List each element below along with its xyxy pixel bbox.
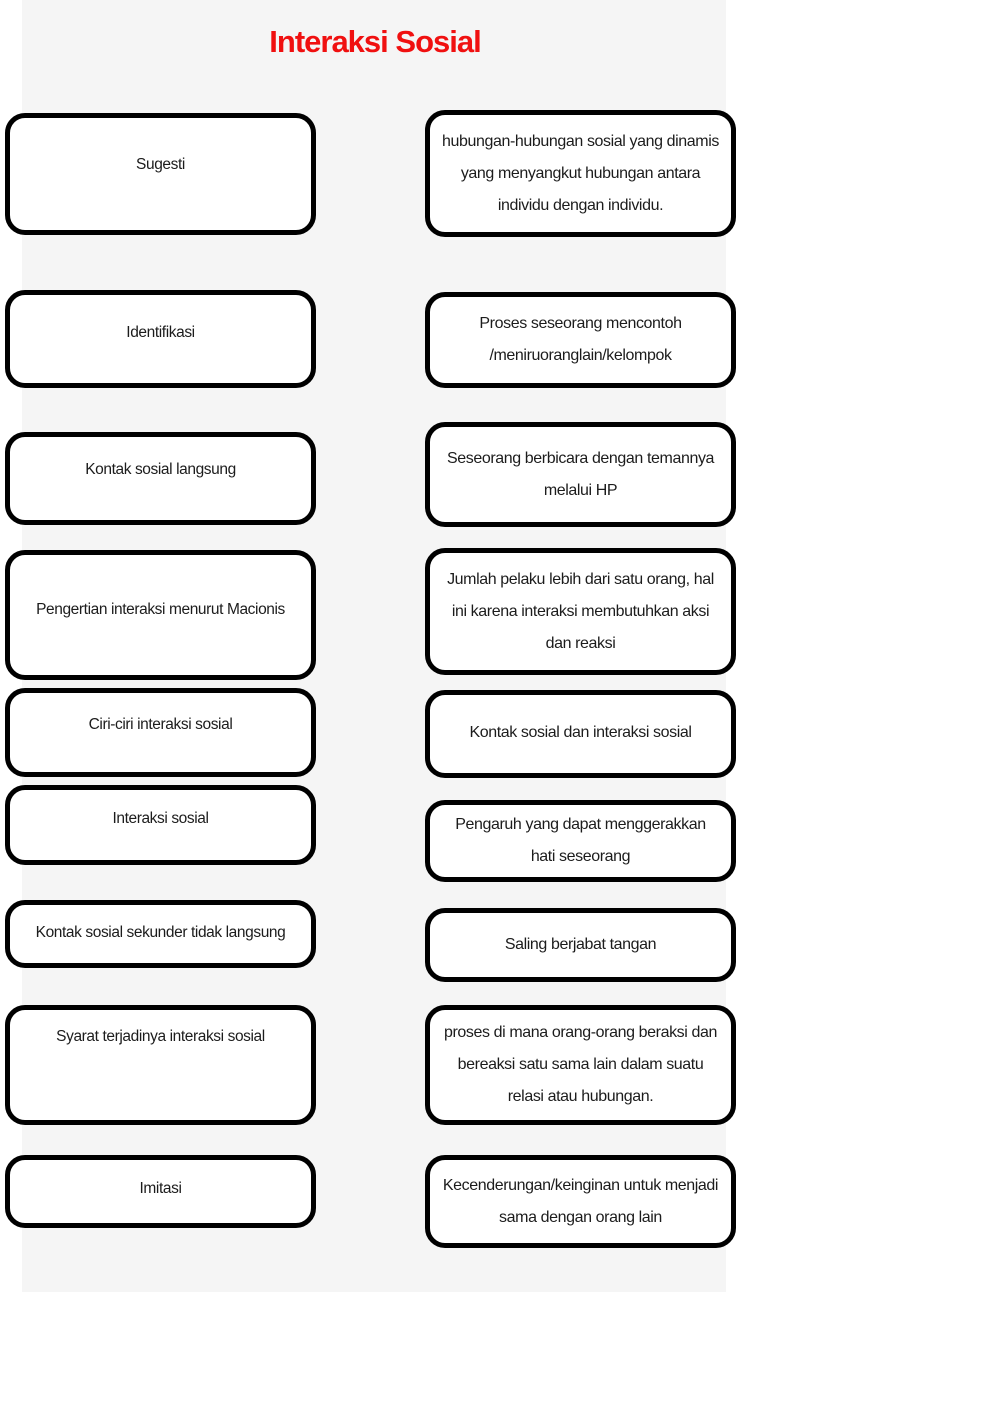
term-box-imitasi[interactable]: Imitasi (5, 1155, 316, 1228)
definition-box-berbicara-melalui-hp[interactable]: Seseorang berbicara dengan temannya mela… (425, 422, 736, 527)
definition-text: Kecenderungan/keinginan untuk menjadi sa… (442, 1176, 719, 1226)
definition-text: Seseorang berbicara dengan temannya mela… (446, 449, 715, 499)
definition-box-proses-beraksi-bereaksi[interactable]: proses di mana orang-orang beraksi dan b… (425, 1005, 736, 1125)
term-box-kontak-sosial-sekunder[interactable]: Kontak sosial sekunder tidak langsung (5, 900, 316, 968)
page-title: Interaksi Sosial (269, 24, 481, 59)
definition-text: Saling berjabat tangan (504, 936, 657, 953)
definition-box-kontak-dan-interaksi[interactable]: Kontak sosial dan interaksi sosial (425, 690, 736, 778)
definition-text: hubungan-hubungan sosial yang dinamis ya… (442, 132, 719, 214)
term-label: Identifikasi (126, 324, 195, 341)
definition-box-kecenderungan-menjadi-sama[interactable]: Kecenderungan/keinginan untuk menjadi sa… (425, 1155, 736, 1248)
definition-text: Jumlah pelaku lebih dari satu orang, hal… (447, 570, 714, 652)
term-box-ciri-ciri-interaksi-sosial[interactable]: Ciri-ciri interaksi sosial (5, 688, 316, 777)
term-box-pengertian-interaksi-menurut-macionis[interactable]: Pengertian interaksi menurut Macionis (5, 550, 316, 680)
term-box-kontak-sosial-langsung[interactable]: Kontak sosial langsung (5, 432, 316, 525)
definition-box-hubungan-sosial-dinamis[interactable]: hubungan-hubungan sosial yang dinamis ya… (425, 110, 736, 237)
definition-text: proses di mana orang-orang beraksi dan b… (444, 1024, 717, 1105)
definition-text: Proses seseorang mencontoh /meniruorangl… (479, 315, 682, 364)
term-label: Kontak sosial sekunder tidak langsung (35, 924, 286, 941)
definition-text: Pengaruh yang dapat menggerakkan hati se… (455, 816, 706, 865)
term-label: Imitasi (139, 1180, 182, 1197)
definition-box-proses-mencontoh[interactable]: Proses seseorang mencontoh /meniruorangl… (425, 292, 736, 388)
definition-box-jumlah-pelaku[interactable]: Jumlah pelaku lebih dari satu orang, hal… (425, 548, 736, 675)
term-box-identifikasi[interactable]: Identifikasi (5, 290, 316, 388)
term-box-interaksi-sosial[interactable]: Interaksi sosial (5, 785, 316, 865)
term-label: Kontak sosial langsung (85, 461, 236, 478)
definition-box-saling-berjabat-tangan[interactable]: Saling berjabat tangan (425, 908, 736, 982)
term-label: Interaksi sosial (112, 810, 209, 827)
term-label: Ciri-ciri interaksi sosial (88, 716, 233, 733)
definition-box-pengaruh-menggerakkan-hati[interactable]: Pengaruh yang dapat menggerakkan hati se… (425, 800, 736, 882)
term-label: Pengertian interaksi menurut Macionis (36, 601, 285, 618)
definition-text: Kontak sosial dan interaksi sosial (469, 724, 692, 741)
term-box-sugesti[interactable]: Sugesti (5, 113, 316, 235)
term-label: Syarat terjadinya interaksi sosial (56, 1028, 265, 1045)
term-box-syarat-terjadinya-interaksi-sosial[interactable]: Syarat terjadinya interaksi sosial (5, 1005, 316, 1125)
term-label: Sugesti (136, 156, 185, 173)
